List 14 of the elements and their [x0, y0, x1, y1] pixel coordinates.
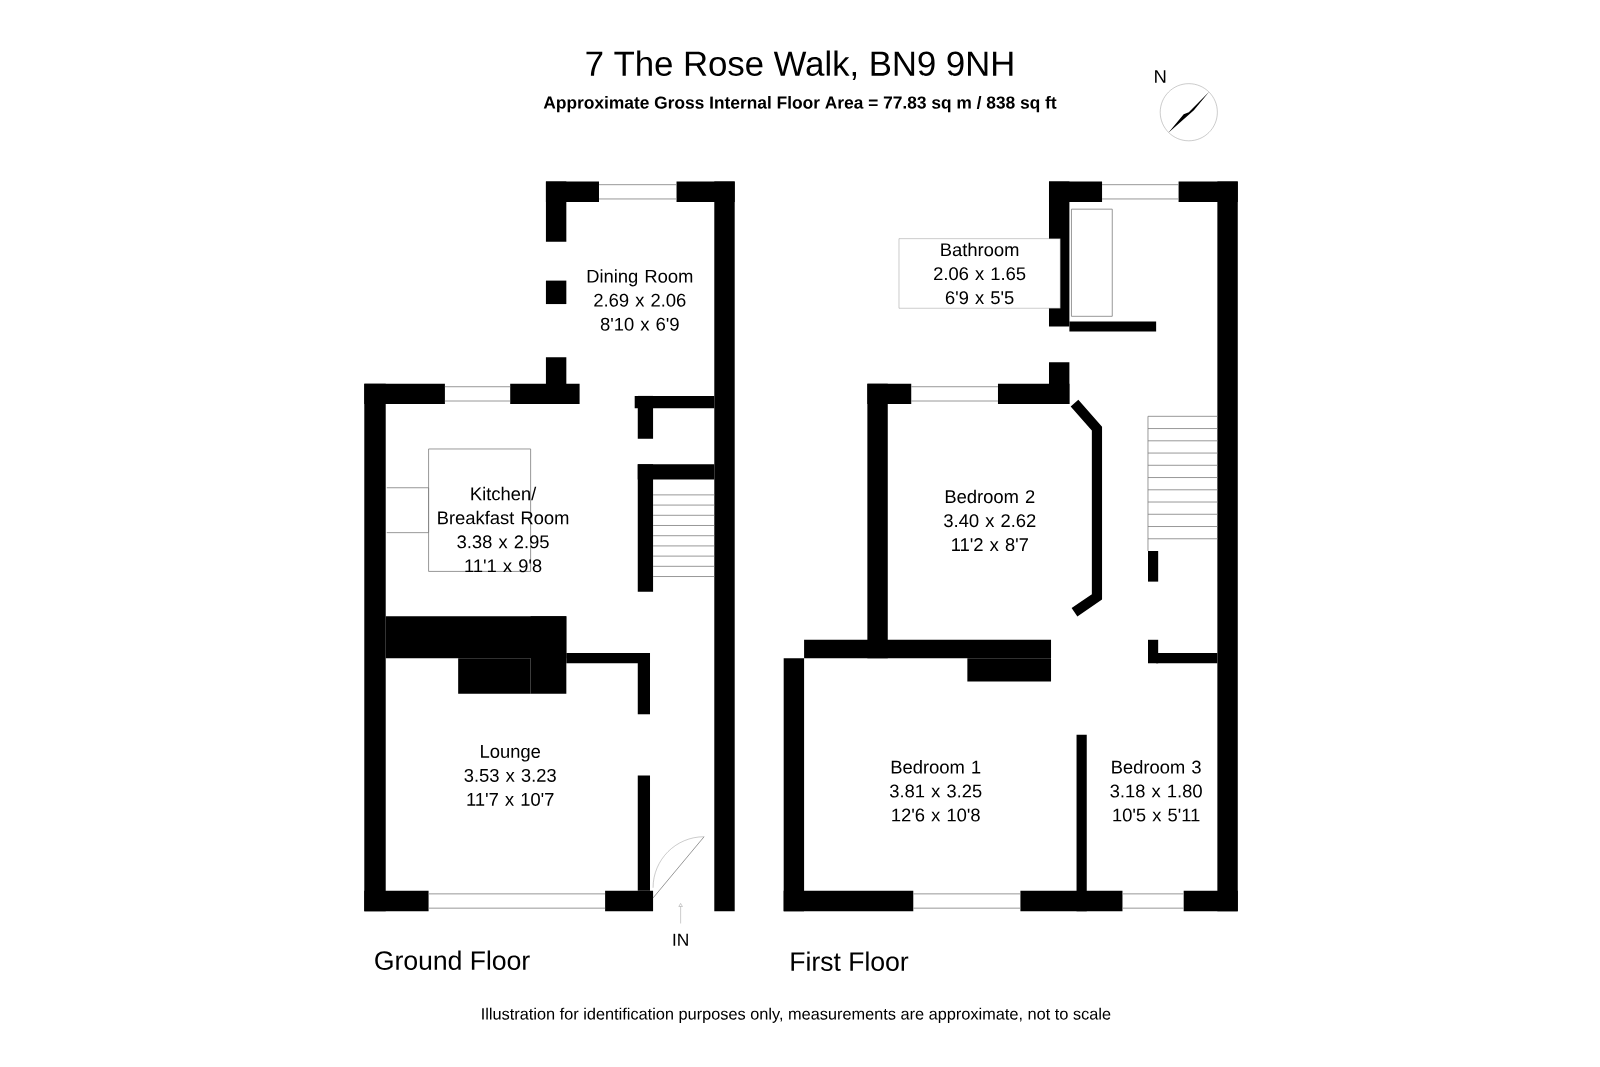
- title: 7 The Rose Walk, BN9 9NH: [586, 50, 1013, 80]
- floor-label: First Floor: [791, 951, 909, 971]
- room-label: Kitchen/ Breakfast Room 3.38 x 2.95 11'1 x 9'8: [438, 486, 569, 573]
- entrance-label: IN: [673, 933, 688, 946]
- room-label: Lounge 3.53 x 3.23 11'7 x 10'7: [464, 744, 556, 806]
- room-label: Bedroom 2 3.40 x 2.62 11'2 x 8'7: [944, 489, 1036, 551]
- room-label: Dining Room 2.69 x 2.06 8'10 x 6'9: [587, 269, 693, 331]
- compass-letter: N: [1155, 70, 1166, 83]
- room-label: Bedroom 3 3.18 x 1.80 10'5 x 5'11: [1110, 759, 1202, 822]
- room-label: Bathroom 2.06 x 1.65 6'9 x 5'5: [898, 238, 1061, 309]
- room-label: Bedroom 1 3.81 x 3.25 12'6 x 10'8: [889, 759, 982, 822]
- floor-label: Ground Floor: [375, 950, 530, 970]
- disclaimer: Illustration for identification purposes only, measurements are approximate, not to scale: [482, 1007, 1111, 1023]
- subtitle: Approximate Gross Internal Floor Area = 77.83 sq m / 838 sq ft: [543, 95, 1057, 112]
